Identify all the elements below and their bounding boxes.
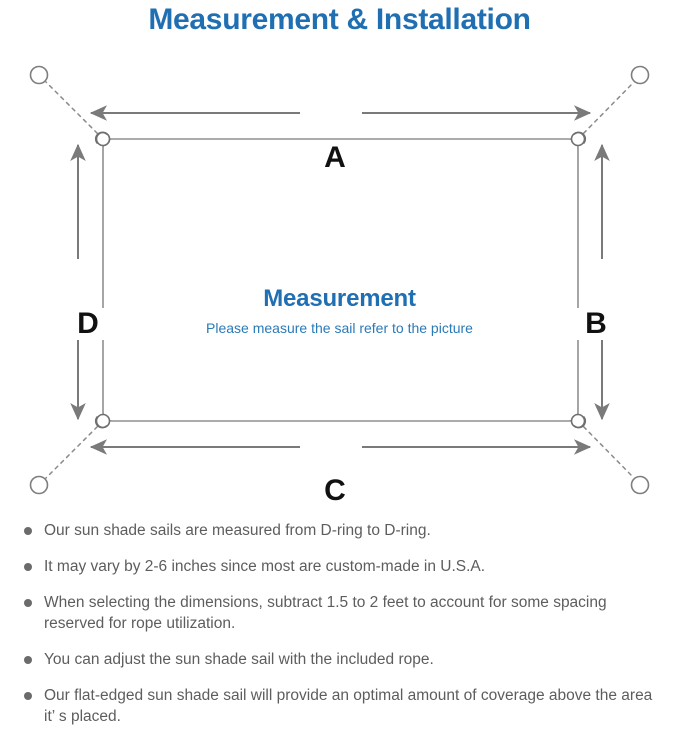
dimension-label-a: A [309,142,361,174]
rope-lines-group [45,81,635,479]
rope-dashed-line-icon-top-left [45,81,104,140]
notes-section: Our sun shade sails are measured from D-… [0,520,679,742]
dimension-label-c: C [309,475,361,507]
notes-list: Our sun shade sails are measured from D-… [0,520,679,727]
anchor-point-circle-icon-bottom-right [630,475,650,495]
dimension-label-d: D [65,308,111,340]
anchor-point-circle-icon-top-left [29,65,49,85]
list-item: Our sun shade sails are measured from D-… [14,520,665,541]
list-item: You can adjust the sun shade sail with t… [14,649,665,670]
rope-dashed-line-icon-bottom-left [45,420,104,479]
note-text: Our sun shade sails are measured from D-… [44,522,431,539]
dimension-label-b: B [573,308,619,340]
diagram-svg [29,65,650,495]
d-ring-strap-top-left [94,131,108,145]
sail-rectangle-icon [102,138,579,422]
bullet-dot-icon [24,692,32,700]
anchor-point-circle-icon-top-right [630,65,650,85]
note-text: Our flat-edged sun shade sail will provi… [44,687,653,725]
d-ring-strap-bottom-right [573,415,587,429]
bullet-dot-icon [24,563,32,571]
rope-dashed-line-icon-top-right [577,81,635,140]
d-ring-strap-bottom-left [94,415,108,429]
bullet-dot-icon [24,599,32,607]
rope-dashed-line-icon-bottom-right [577,420,635,479]
note-text: It may vary by 2-6 inches since most are… [44,558,486,575]
list-item: When selecting the dimensions, subtract … [14,592,665,634]
anchor-rings-group [29,65,650,495]
sail-measurement-diagram: Measurement Please measure the sail refe… [0,44,679,514]
list-item: Our flat-edged sun shade sail will provi… [14,685,665,727]
list-item: It may vary by 2-6 inches since most are… [14,556,665,577]
d-ring-straps-group [94,131,587,429]
note-text: When selecting the dimensions, subtract … [44,594,607,632]
note-text: You can adjust the sun shade sail with t… [44,651,434,668]
page-title: Measurement & Installation [148,3,531,36]
d-ring-strap-top-right [573,131,587,145]
bullet-dot-icon [24,656,32,664]
anchor-point-circle-icon-bottom-left [29,475,49,495]
bullet-dot-icon [24,527,32,535]
